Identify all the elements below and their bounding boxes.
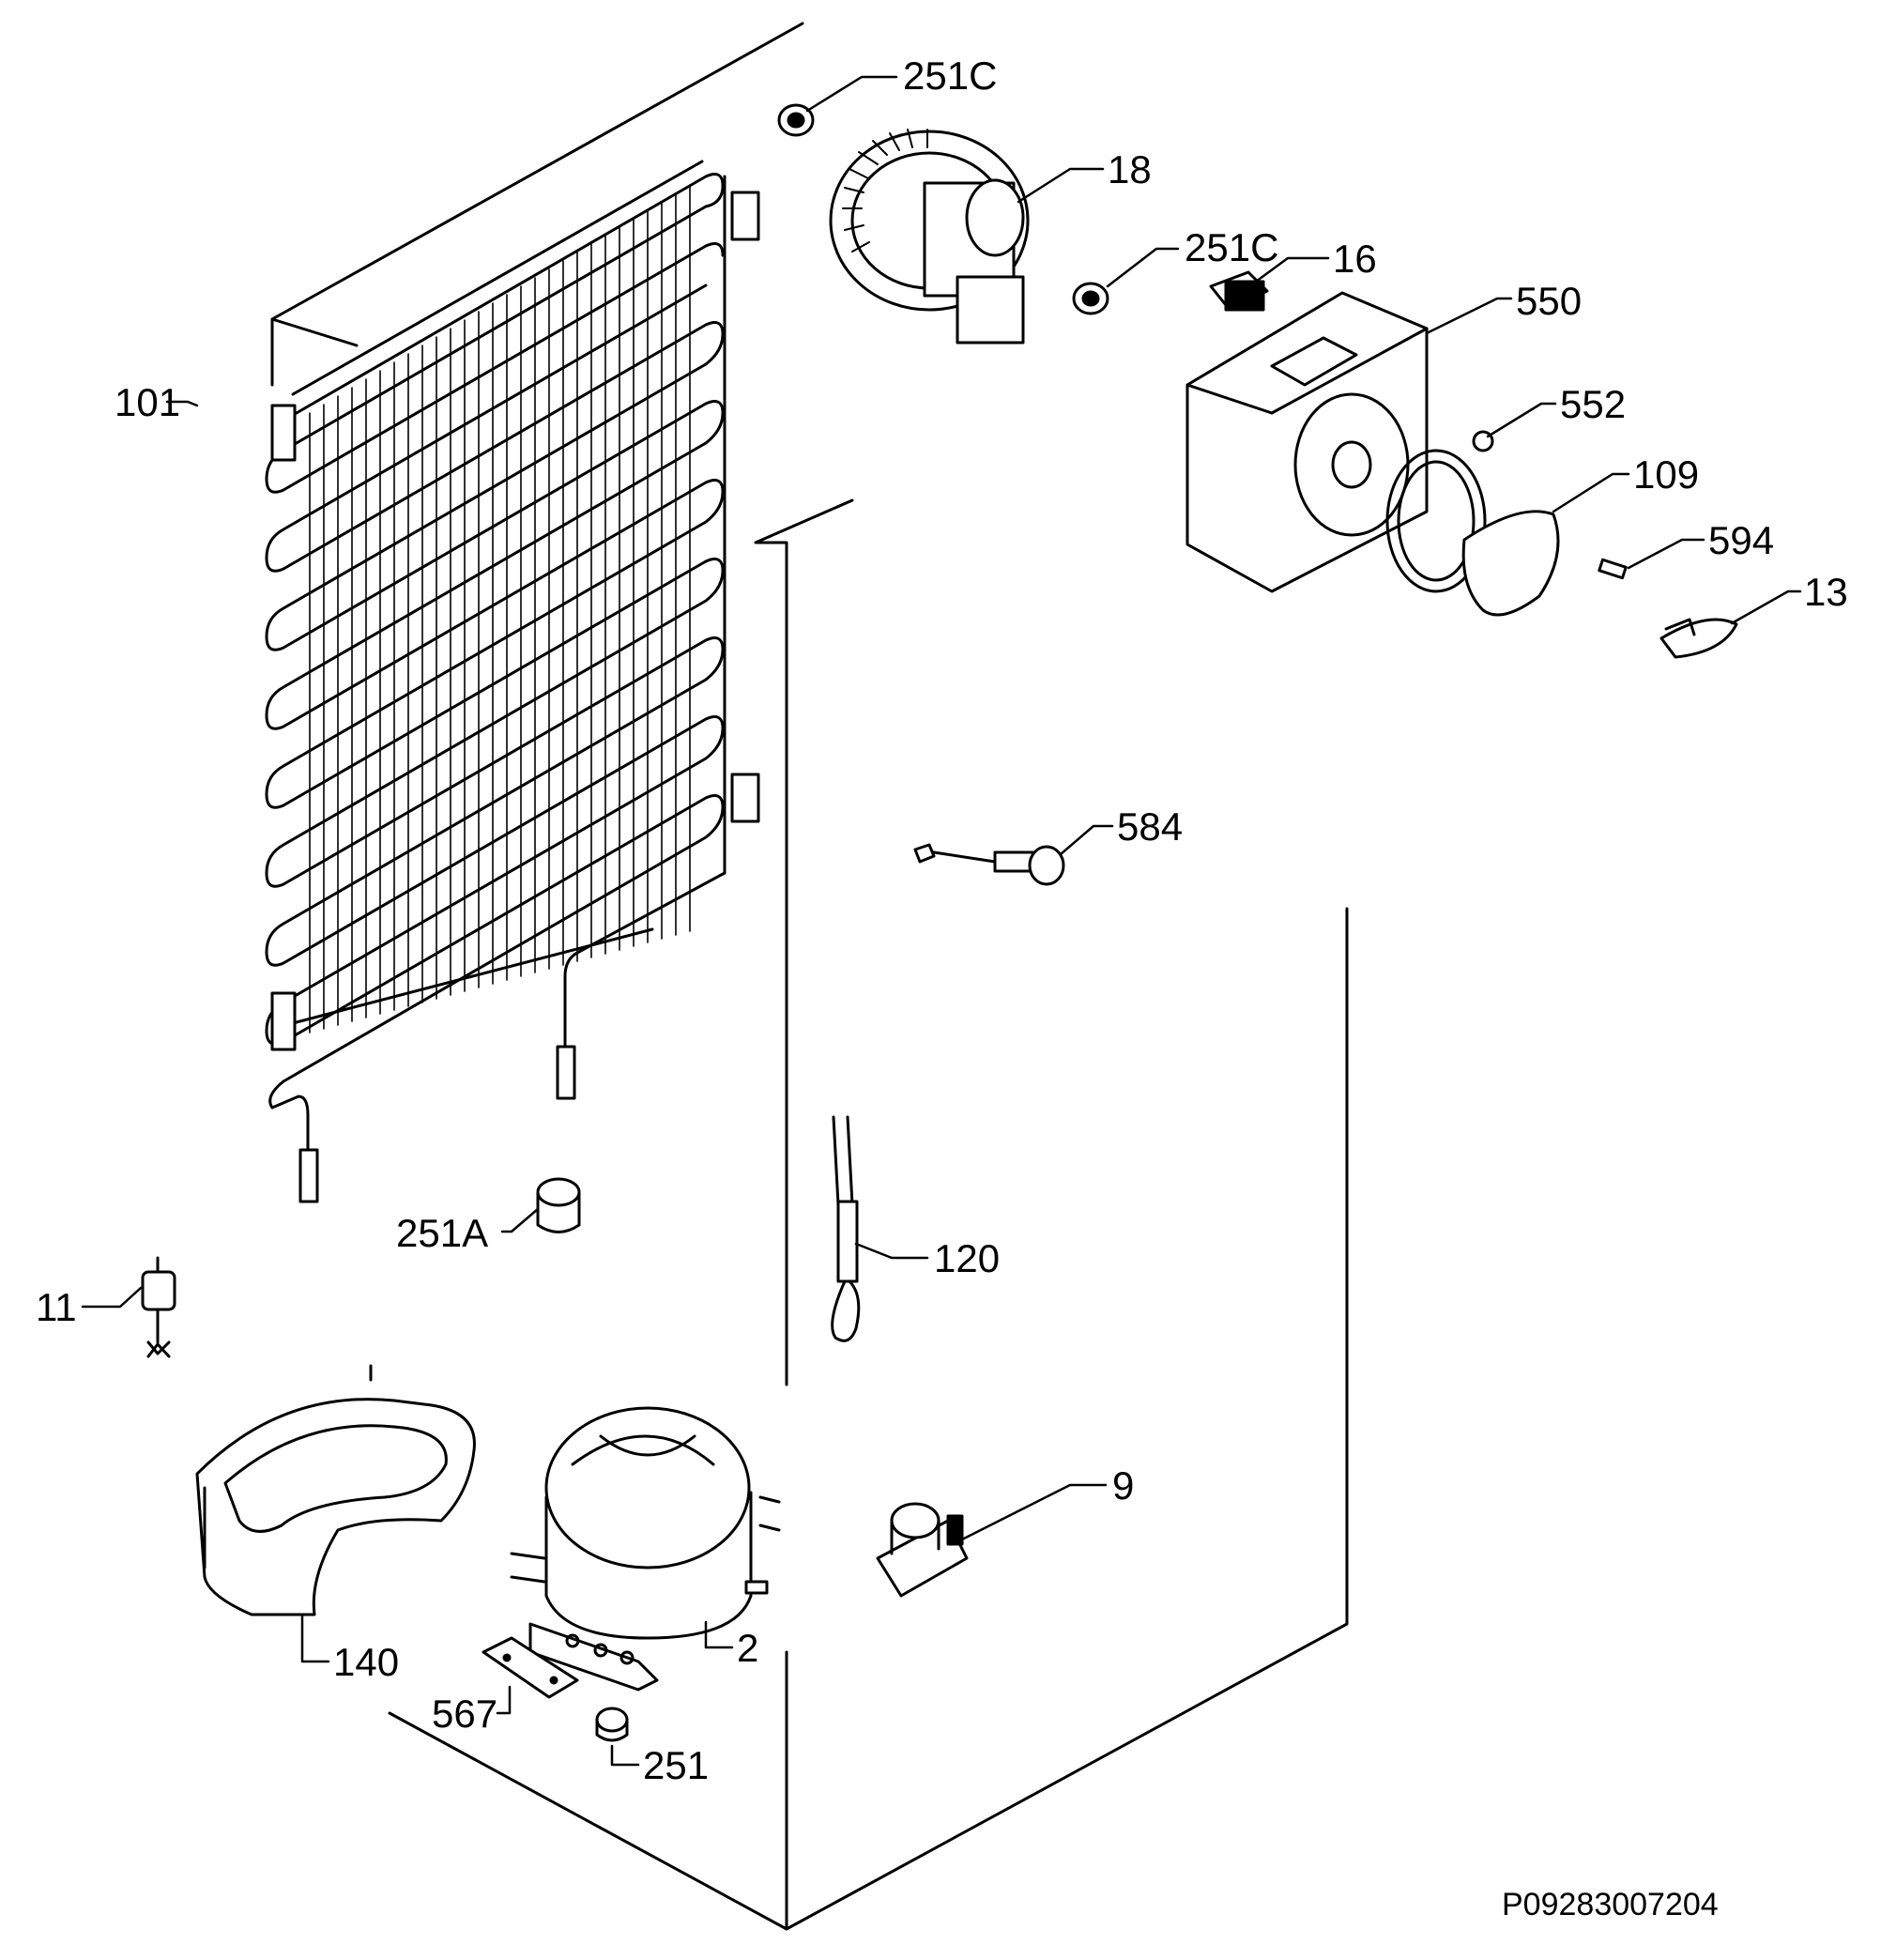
- label-251a: 251A: [396, 1211, 488, 1255]
- label-584: 584: [1117, 804, 1183, 849]
- grommet-251c-mid-part: [1072, 282, 1109, 315]
- label-251c-mid: 251C: [1185, 225, 1278, 269]
- label-567: 567: [432, 1692, 497, 1736]
- lamp-cover-small-part: [1659, 618, 1738, 659]
- relay-part: [141, 1256, 176, 1358]
- label-16: 16: [1333, 237, 1377, 281]
- label-9: 9: [1112, 1463, 1134, 1508]
- label-13: 13: [1804, 570, 1848, 614]
- label-251c-top: 251C: [903, 54, 997, 98]
- lamp-bulb-part: [1598, 558, 1628, 580]
- sensor-584-part: [913, 843, 1065, 886]
- label-550: 550: [1516, 279, 1582, 323]
- condenser-grid: [265, 160, 760, 1203]
- grommet-251a-part: [536, 1177, 581, 1233]
- label-109: 109: [1633, 452, 1699, 497]
- grommet-251-part: [595, 1707, 629, 1742]
- part-labels: 251C 18 251C 16 550 552 109 594 13 101 5…: [36, 54, 1848, 1922]
- switch-part: [1209, 270, 1269, 312]
- wire-harness-part: [831, 1115, 861, 1342]
- reference-code: P09283007204: [1502, 1887, 1719, 1922]
- label-552: 552: [1560, 382, 1626, 426]
- clamp-9-part: [876, 1502, 969, 1598]
- mounting-plate-part: [482, 1636, 579, 1699]
- label-251: 251: [643, 1743, 709, 1787]
- fan-motor-part: [829, 129, 1030, 345]
- compressor-part: [510, 1406, 781, 1692]
- grommet-251c-top-part: [777, 103, 815, 137]
- gasket-ring-part: [1385, 430, 1494, 593]
- label-120: 120: [934, 1236, 1000, 1280]
- cabinet-outline: [270, 22, 1349, 1931]
- label-140: 140: [333, 1640, 399, 1684]
- label-11: 11: [36, 1285, 77, 1329]
- drip-tray-part: [195, 1364, 476, 1616]
- label-2: 2: [737, 1626, 758, 1670]
- lamp-housing-part: [1185, 291, 1429, 593]
- label-594: 594: [1708, 518, 1774, 562]
- label-101: 101: [115, 380, 180, 424]
- leader-lines: [81, 75, 1802, 1767]
- lamp-cover-part: [1461, 510, 1560, 617]
- label-18: 18: [1108, 147, 1152, 191]
